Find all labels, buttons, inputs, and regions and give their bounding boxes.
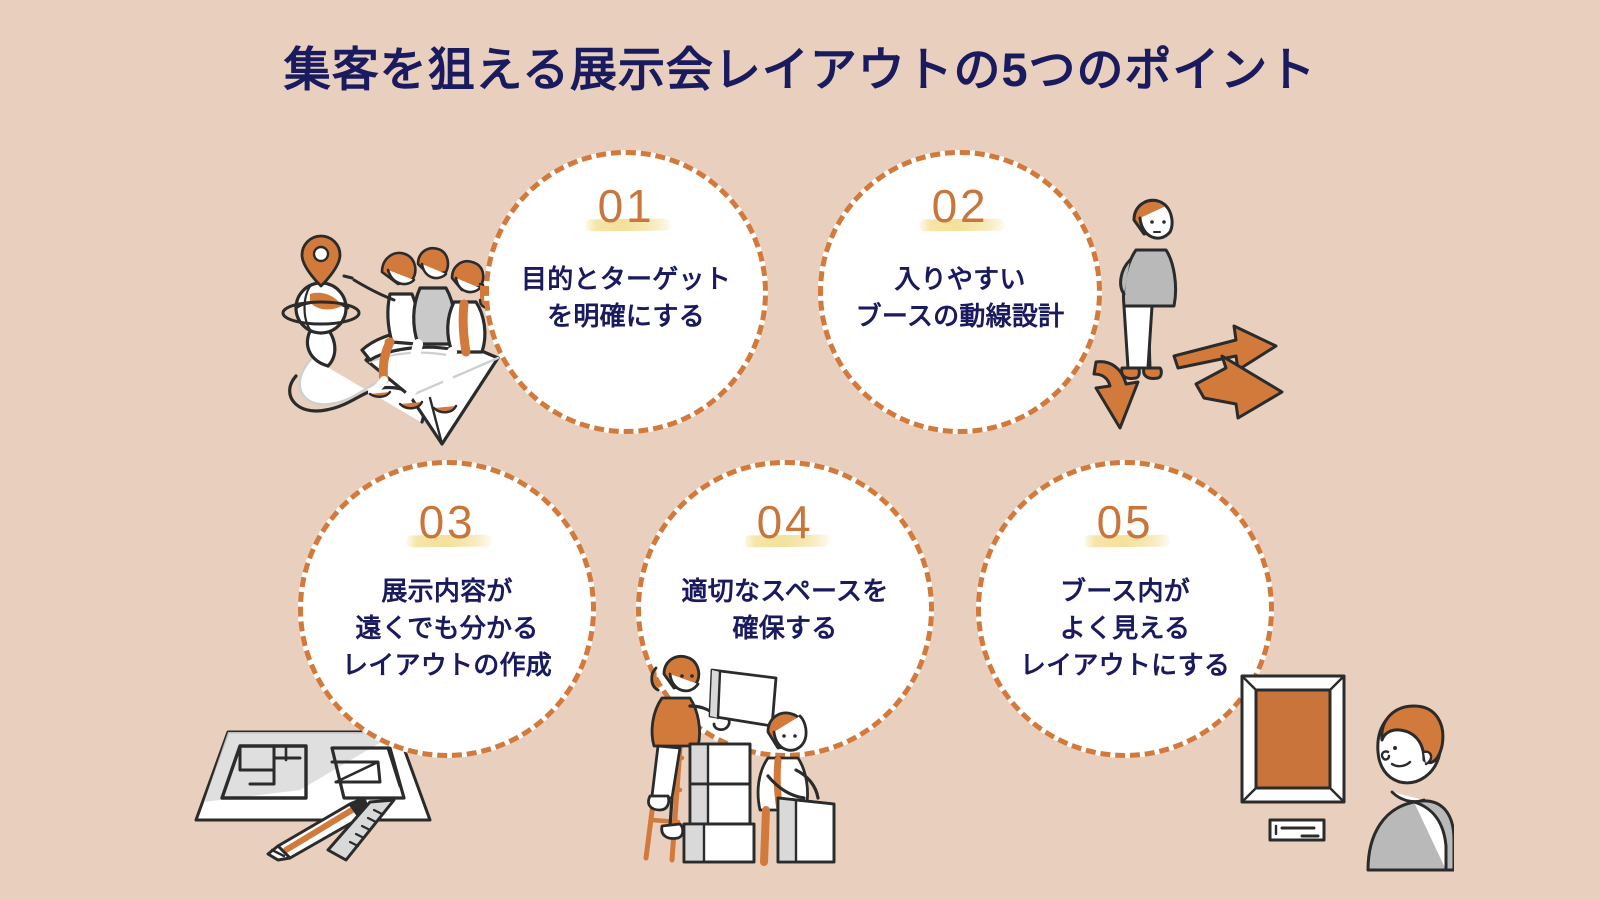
point-number-wrap-04: 04 [744, 496, 830, 548]
paper-plane-travel-icon [266, 208, 518, 448]
page-title: 集客を狙える展示会レイアウトの5つのポイント [283, 43, 1317, 96]
point-label-03-line1: 展示内容が [381, 576, 513, 606]
point-number-05: 05 [1096, 496, 1154, 548]
point-label-02-line1: 入りやすい [894, 264, 1026, 294]
point-number-wrap-03: 03 [406, 496, 492, 548]
point-label-02-line2: ブースの動線設計 [855, 300, 1065, 331]
point-label-04: 適切なスペースを 確保する [682, 573, 889, 647]
stacking-boxes-icon [628, 648, 840, 870]
point-label-03: 展示内容が 遠くでも分かる レイアウトの作成 [342, 573, 552, 684]
floor-plan-blueprint-icon [182, 698, 444, 862]
point-label-04-line2: 確保する [732, 612, 838, 643]
point-label-03-line3: レイアウトの作成 [341, 649, 553, 680]
point-circle-02[interactable]: 02 入りやすい ブースの動線設計 [818, 150, 1102, 434]
point-circle-05[interactable]: 05 ブース内が よく見える レイアウトにする [976, 460, 1274, 758]
point-label-05-line3: レイアウトにする [1019, 649, 1231, 680]
point-label-01: 目的とターゲット を明確にする [521, 261, 731, 335]
point-label-02: 入りやすい ブースの動線設計 [856, 261, 1065, 335]
point-number-02: 02 [931, 180, 989, 232]
point-number-wrap-05: 05 [1084, 496, 1170, 548]
point-label-03-line2: 遠くでも分かる [355, 612, 539, 643]
point-label-01-line1: 目的とターゲット [520, 264, 732, 294]
point-label-05: ブース内が よく見える レイアウトにする [1020, 573, 1230, 684]
point-number-wrap-01: 01 [585, 180, 671, 232]
point-label-05-line1: ブース内が [1059, 576, 1190, 606]
point-label-01-line2: を明確にする [547, 300, 705, 331]
point-label-04-line1: 適切なスペースを [681, 576, 889, 606]
point-number-03: 03 [418, 496, 476, 548]
point-label-05-line2: よく見える [1059, 612, 1191, 643]
point-circle-01[interactable]: 01 目的とターゲット を明確にする [484, 150, 768, 434]
point-number-04: 04 [756, 496, 814, 548]
point-number-wrap-02: 02 [919, 180, 1005, 232]
directional-arrows-icon [1086, 188, 1290, 434]
framed-artwork-viewer-icon [1228, 648, 1454, 872]
point-circle-03[interactable]: 03 展示内容が 遠くでも分かる レイアウトの作成 [298, 460, 596, 758]
point-number-01: 01 [597, 180, 655, 232]
